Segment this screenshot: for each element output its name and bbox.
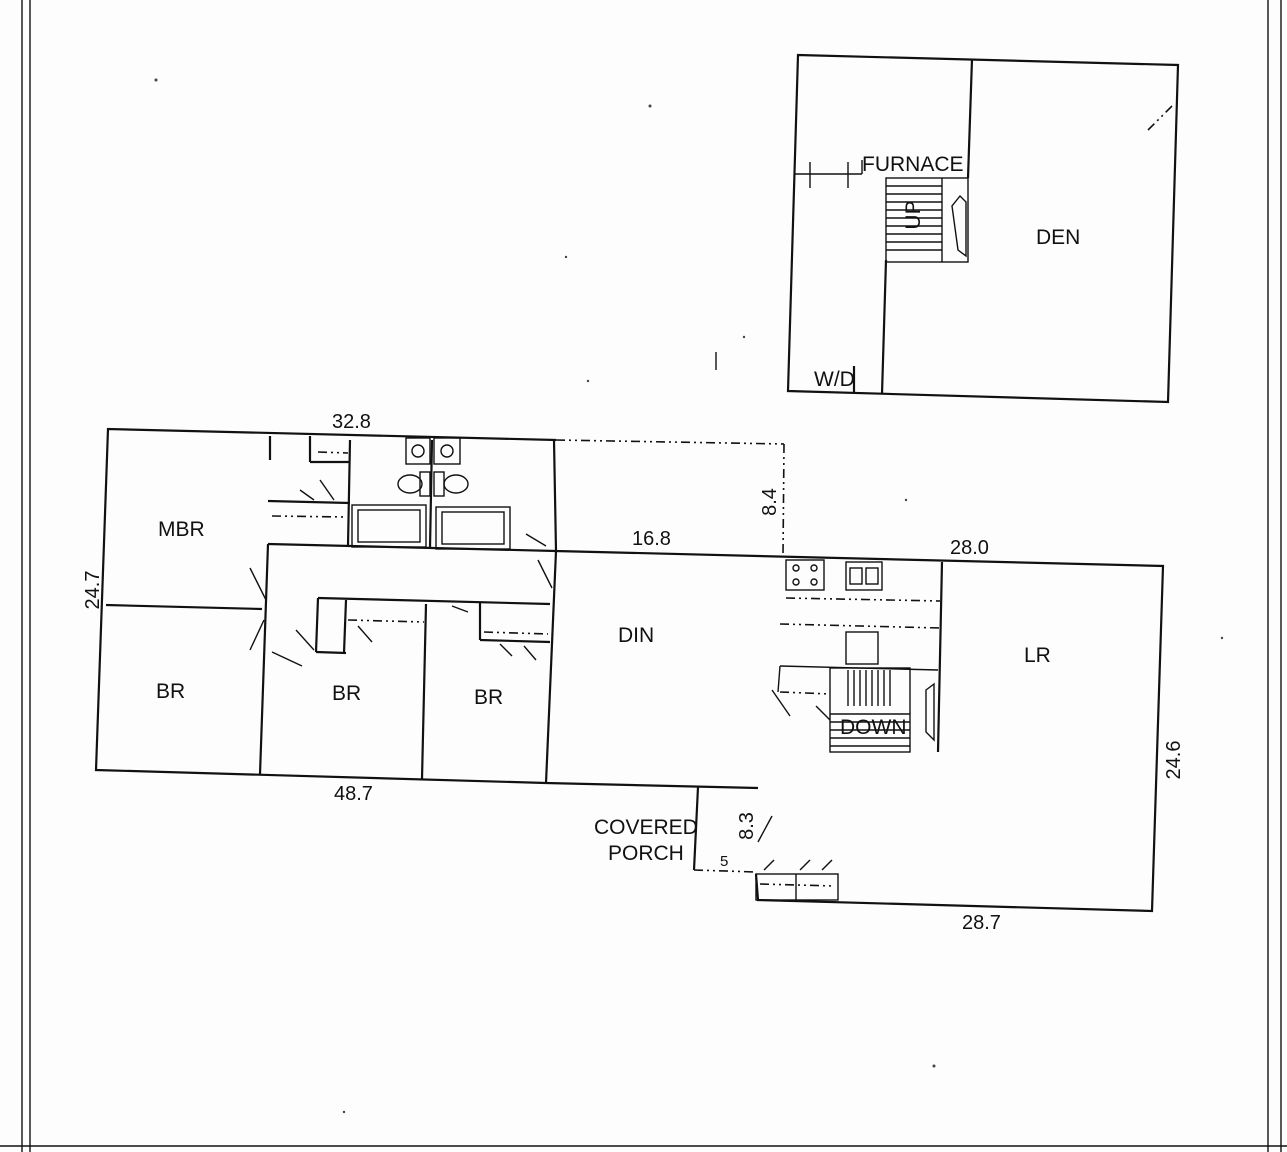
room-label-den: DEN: [1036, 226, 1080, 249]
dimension-8-4: 8.4: [759, 488, 781, 516]
door-swings: [249, 479, 553, 667]
room-label-br-1: BR: [156, 680, 185, 703]
room-label-mbr: MBR: [158, 518, 205, 541]
room-label-br-3: BR: [474, 686, 503, 709]
dimension-8-3: 8.3: [736, 812, 758, 840]
kitchen: [771, 559, 944, 753]
basement-plan: [715, 53, 1180, 404]
bathroom-fixtures: [351, 437, 511, 550]
room-label-furnace: FURNACE: [862, 153, 964, 176]
dimension-48-7: 48.7: [334, 783, 373, 805]
main-floor-plan: [94, 427, 1165, 913]
room-label-br-2: BR: [332, 682, 361, 705]
porch-label-covered: COVERED: [594, 816, 698, 839]
room-label-wd: W/D: [814, 368, 855, 391]
dimension-24-7: 24.7: [82, 571, 104, 610]
dimension-28-0: 28.0: [950, 537, 989, 559]
stairs-down: [829, 667, 935, 753]
room-label-lr: LR: [1024, 644, 1051, 667]
dimension-28-7: 28.7: [962, 912, 1001, 934]
dimension-32-8: 32.8: [332, 411, 371, 433]
room-label-din: DIN: [618, 624, 654, 647]
scan-specks: [154, 78, 1224, 1114]
stairs-label-up: UP: [902, 200, 925, 229]
stairs-up: [885, 177, 969, 263]
dimension-5: 5: [720, 853, 728, 870]
dimension-24-6: 24.6: [1163, 741, 1185, 780]
porch-label-porch: PORCH: [608, 842, 684, 865]
stairs-label-down: DOWN: [840, 716, 907, 739]
covered-porch: [692, 786, 839, 901]
dimension-16-8: 16.8: [632, 528, 671, 550]
